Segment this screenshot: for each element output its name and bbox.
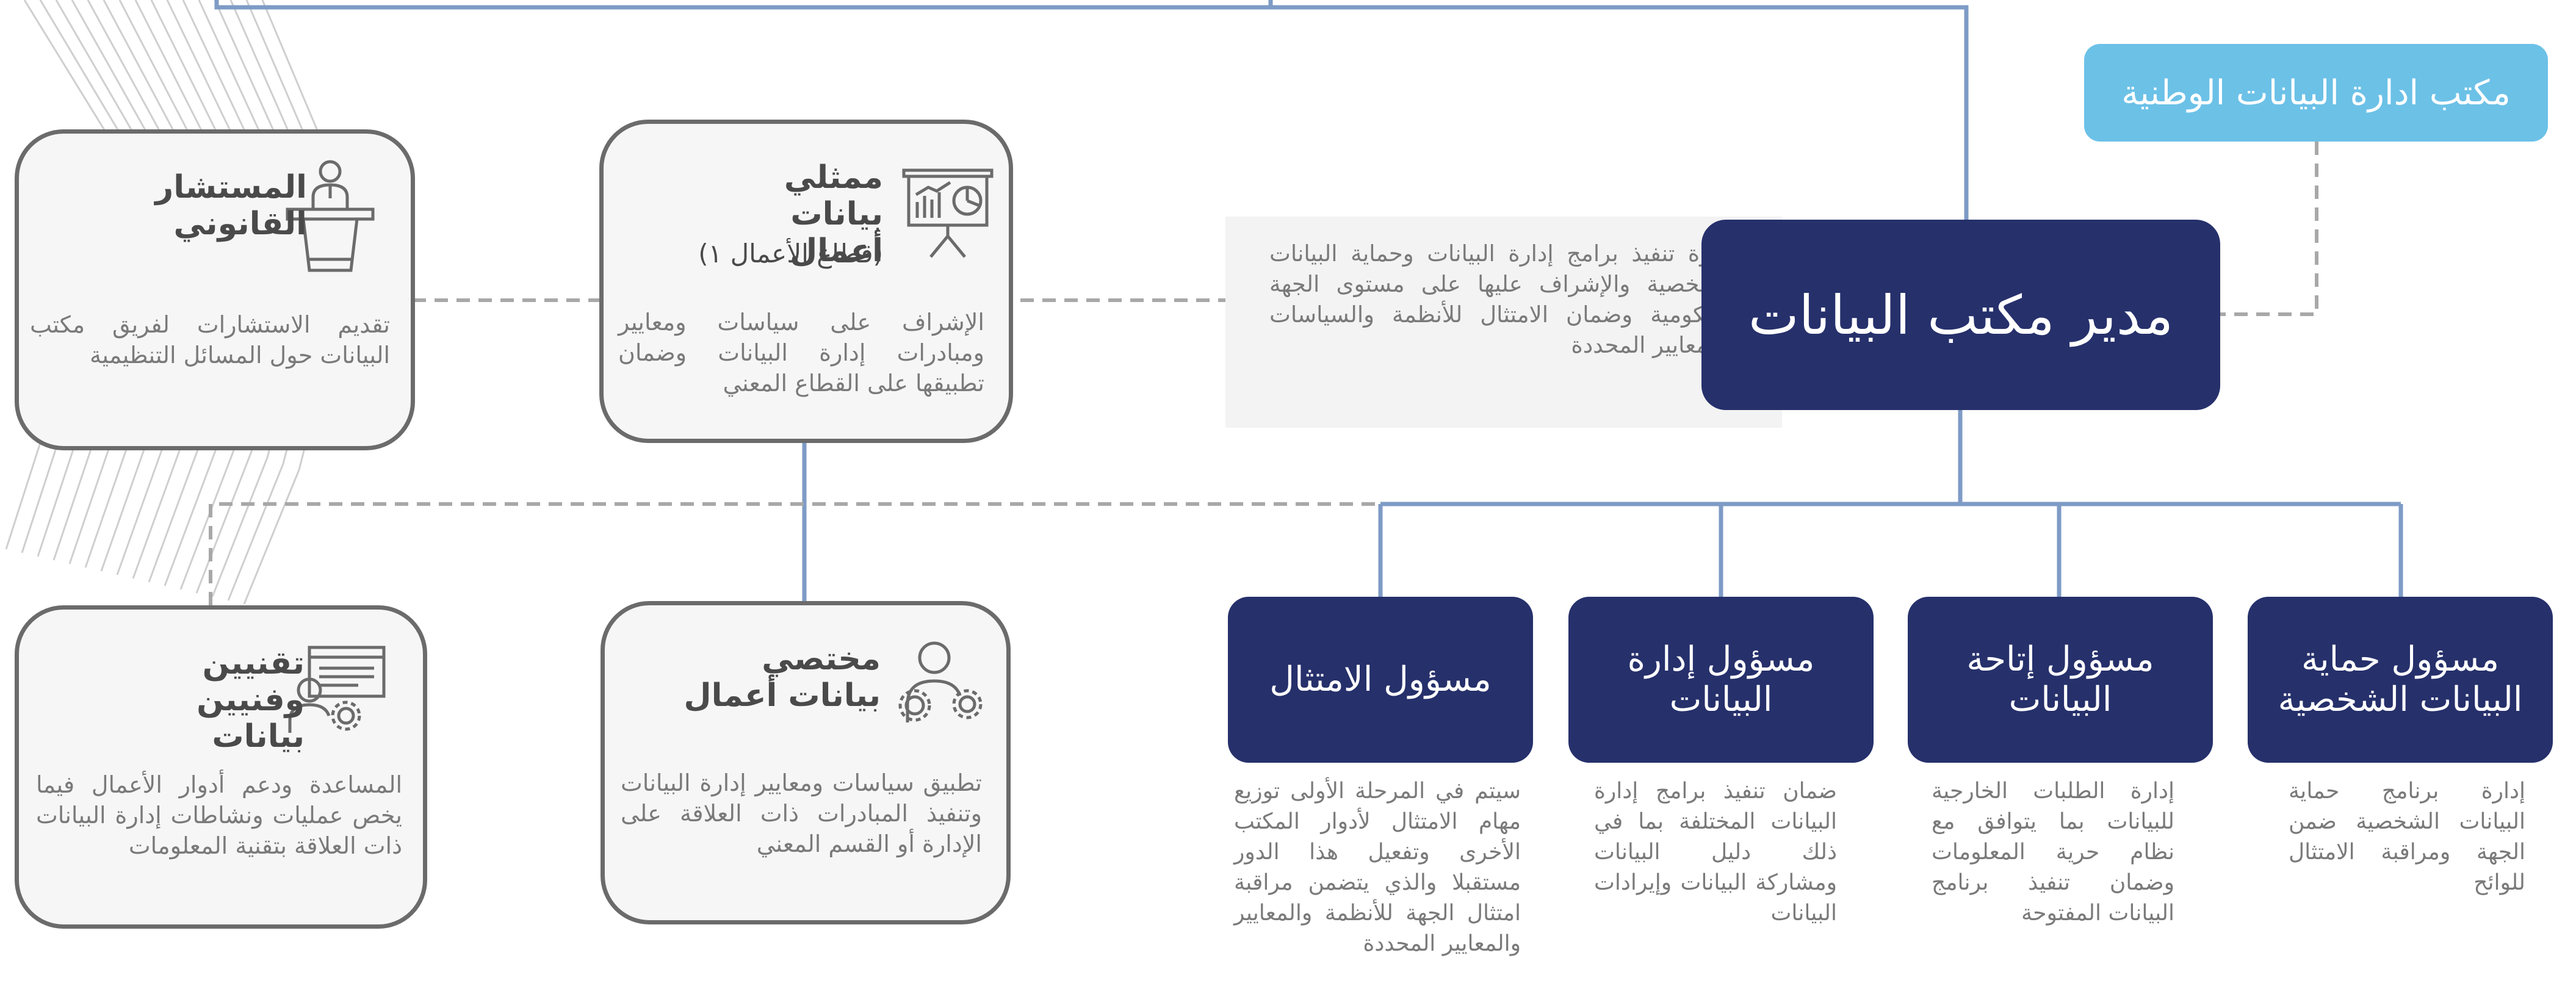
business-specialist-card: مختصي بيانات أعمال تطبيق سياسات ومعايير …	[601, 601, 1011, 924]
tech-staff-card: تقنيين وفنيين بيانات المساعدة ودعم أدوار…	[15, 605, 427, 929]
role-title: مسؤول إدارة البيانات	[1627, 639, 1815, 719]
top-connector-line	[214, 0, 1969, 221]
role-description: سيتم في المرحلة الأولى توزيع مهام الامتث…	[1234, 779, 1521, 956]
business-specialist-title: مختصي بيانات أعمال	[684, 641, 881, 714]
role-description: إدارة برنامج حماية البيانات الشخصية ضمن …	[2289, 779, 2525, 895]
role-description: ضمان تنفيذ برامج إدارة البيانات المختلفة…	[1594, 779, 1837, 926]
role-title: مسؤول حماية البيانات الشخصية	[2278, 639, 2523, 719]
lower-dashed-link	[209, 502, 1380, 605]
business-rep-subtitle: (قطاع الأعمال ١)	[698, 239, 883, 268]
tech-staff-description: المساعدة ودعم أدوار الأعمال فيما يخص عمل…	[36, 771, 402, 859]
role-box-data-management: مسؤول إدارة البيانات	[1568, 597, 1874, 763]
business-specialist-description: تطبيق سياسات ومعايير إدارة البيانات وتنف…	[621, 769, 982, 857]
tech-staff-title: تقنيين وفنيين بيانات	[197, 645, 305, 755]
business-rep-description: الإشراف على سياسات ومعايير ومبادرات إدار…	[618, 309, 984, 397]
role-title: مسؤول الامتثال	[1269, 660, 1492, 699]
legal-advisor-description: تقديم الاستشارات لفريق مكتب البيانات حول…	[30, 311, 390, 369]
person-screen-gear-icon	[288, 646, 386, 733]
role-description: إدارة الطلبات الخارجية للبيانات بما يتوا…	[1932, 779, 2174, 926]
legal-advisor-title: المستشار القانوني	[155, 169, 307, 242]
legal-advisor-card: المستشار القانوني تقديم الاستشارات لفريق…	[15, 129, 415, 450]
business-rep-title: ممثلي بيانات أعمال	[784, 159, 883, 269]
business-rep-card: ممثلي بيانات أعمال (قطاع الأعمال ١) الإش…	[599, 120, 1013, 443]
national-office-dashed-link	[2220, 142, 2318, 316]
person-gears-icon	[898, 641, 983, 722]
national-office-label: مكتب ادارة البيانات الوطنية	[2121, 73, 2511, 113]
presentation-chart-icon	[902, 168, 994, 258]
role-box-personal-data-protection: مسؤول حماية البيانات الشخصية	[2248, 597, 2553, 763]
role-title: مسؤول إتاحة البيانات	[1966, 639, 2154, 719]
director-description-panel: إدارة تنفيذ برامج إدارة البيانات وحماية …	[1225, 217, 1782, 428]
director-title: مدير مكتب البيانات	[1748, 283, 2174, 347]
role-box-compliance: مسؤول الامتثال	[1228, 597, 1533, 763]
speaker-podium-icon	[286, 160, 375, 272]
role-box-data-access: مسؤول إتاحة البيانات	[1908, 597, 2213, 763]
national-office-box: مكتب ادارة البيانات الوطنية	[2084, 44, 2548, 142]
director-box: مدير مكتب البيانات	[1701, 220, 2220, 410]
director-description: إدارة تنفيذ برامج إدارة البيانات وحماية …	[1269, 240, 1733, 358]
